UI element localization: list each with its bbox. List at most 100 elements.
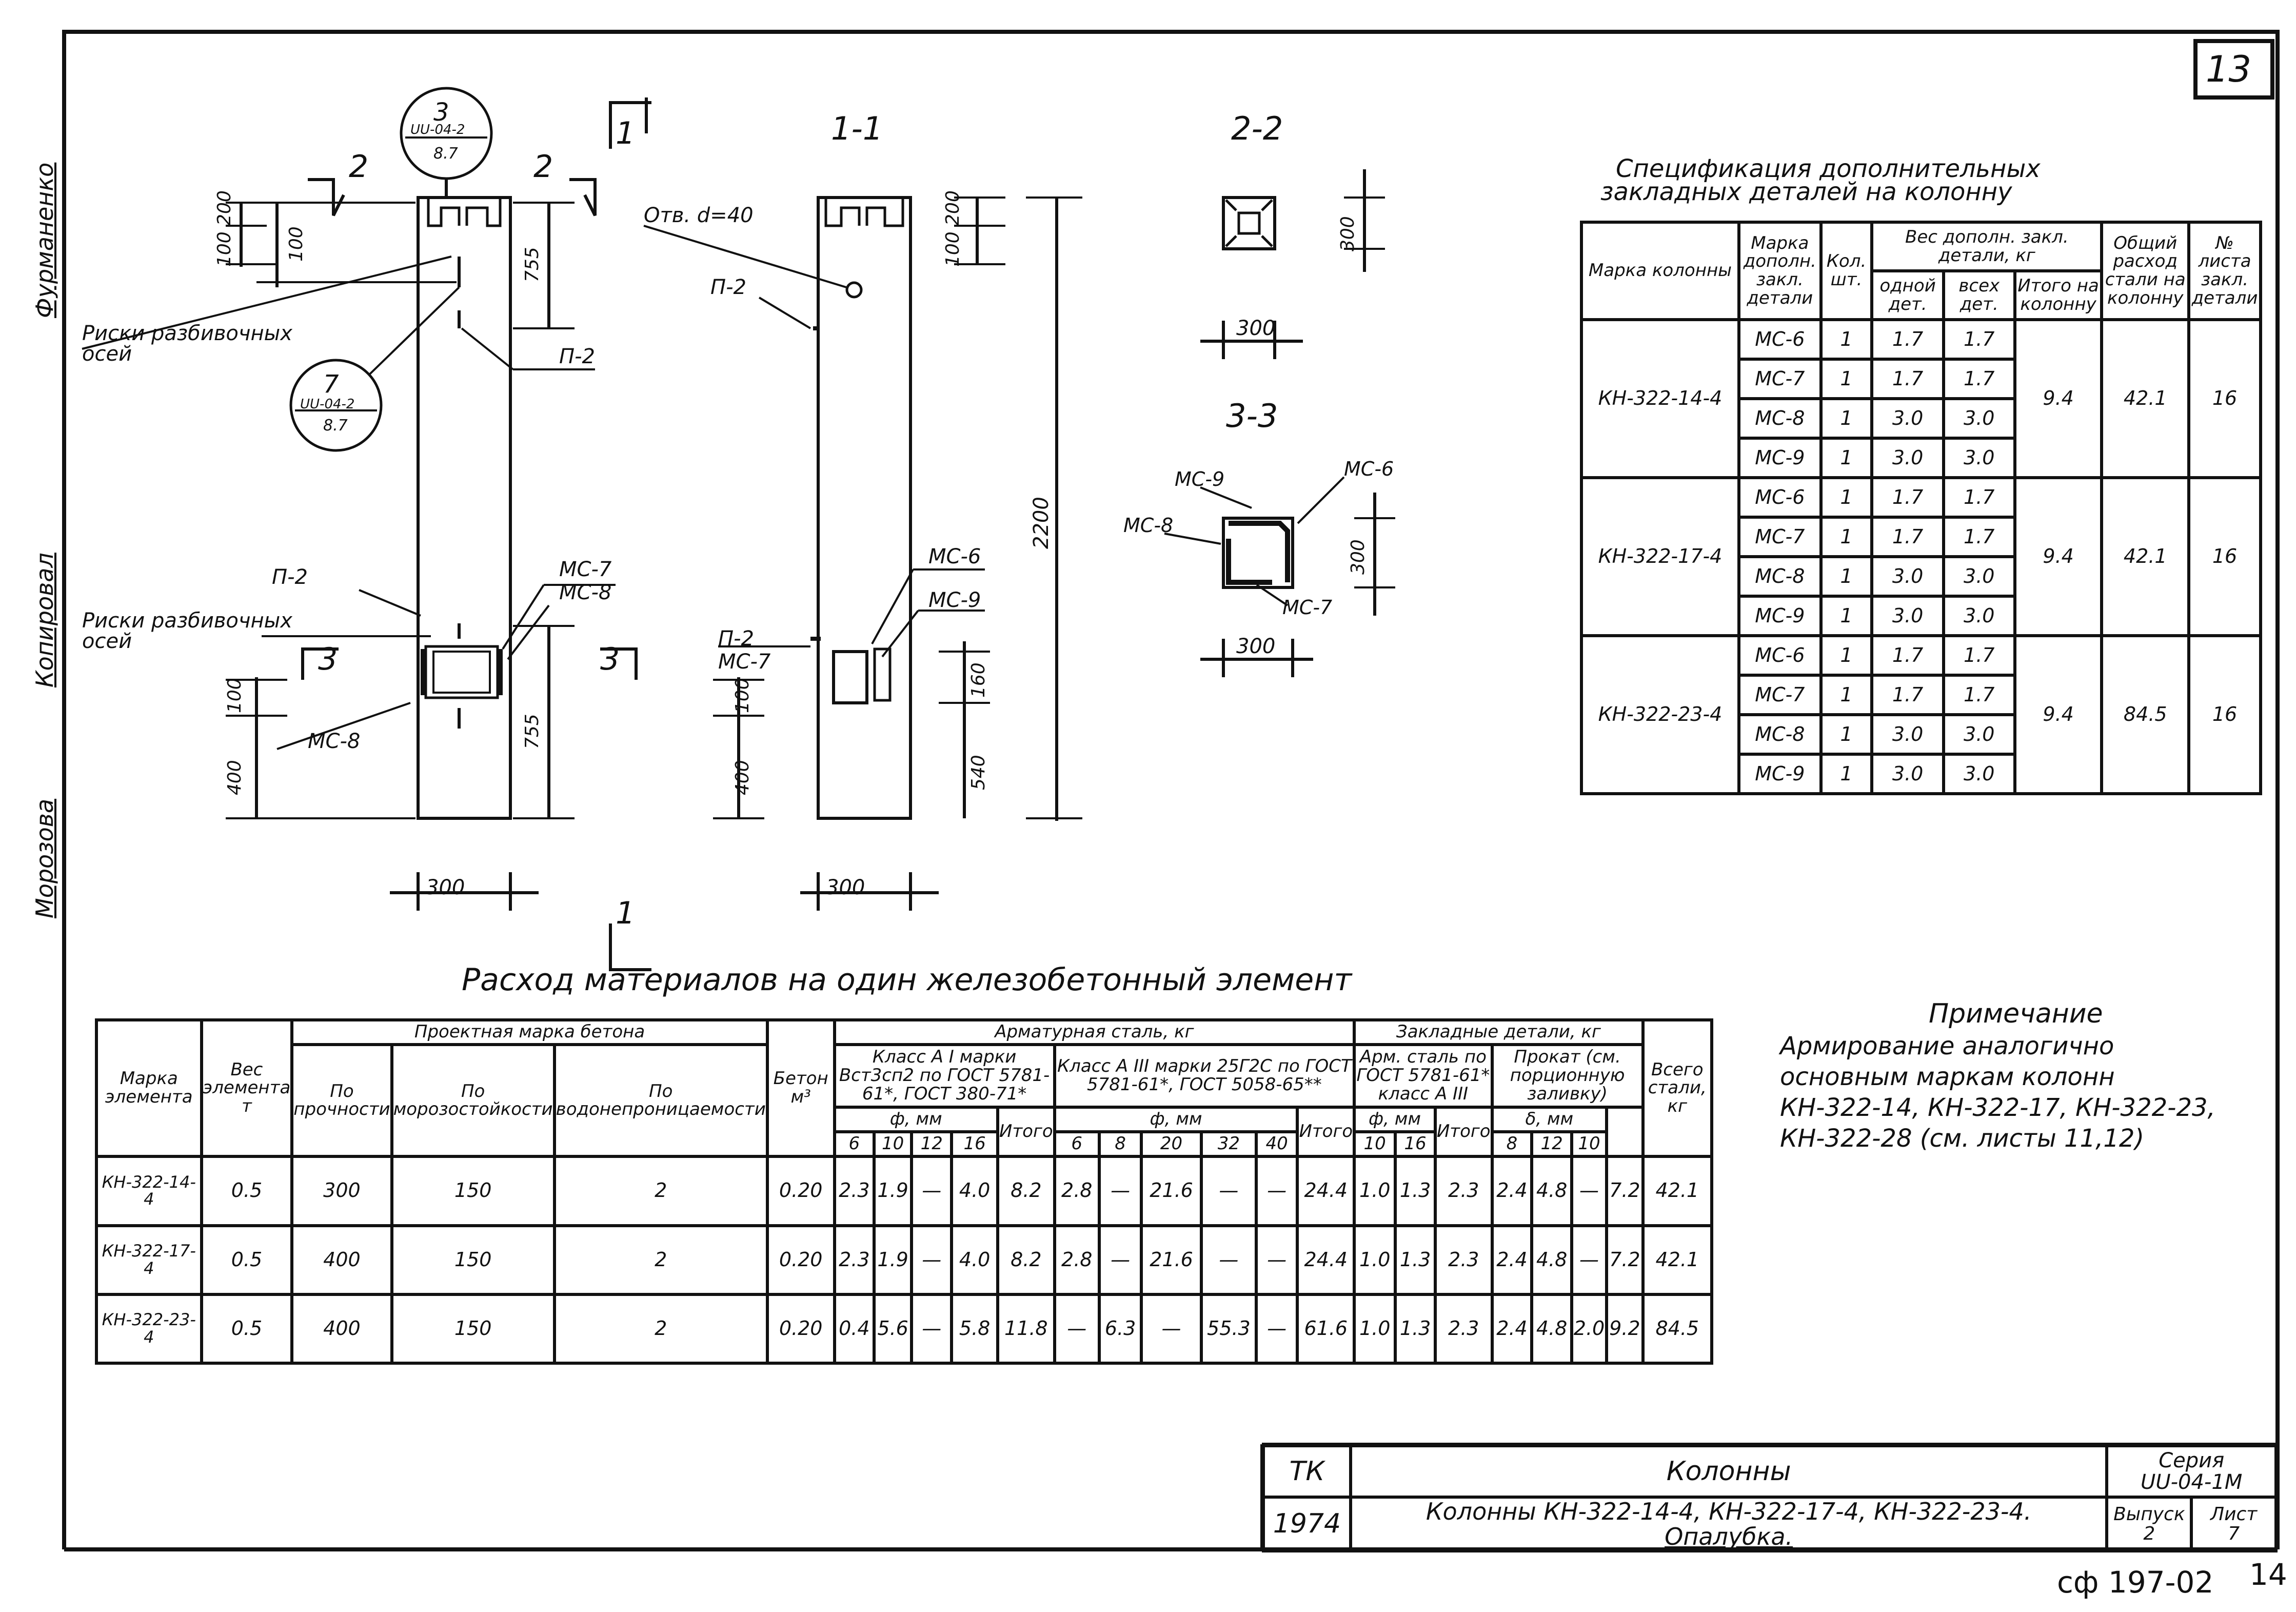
mat-cell: 5.6 [873,1292,914,1365]
sheet-frame [62,30,2280,1549]
spec-qty: 1 [1819,318,1874,361]
spec-detail-mark: МС-9 [1737,595,1823,637]
spec-qty: 1 [1819,397,1874,440]
issue-label: Выпуск [2113,1503,2185,1525]
spec-weight-all: 3.0 [1942,555,2016,598]
note-line-2: основным маркам колонн [1780,1063,2115,1091]
title-block-frame [1260,1443,2278,1549]
mat-a3-diameter: 20 [1140,1130,1203,1158]
section-1-1 [643,196,1082,911]
mat-cell: 55.3 [1199,1292,1258,1365]
mat-a1-diameter: 6 [833,1130,876,1158]
spec-total-steel: 84.5 [2100,634,2191,795]
mat-cell: — [1254,1292,1299,1365]
mat-cell: 2.3 [833,1224,876,1296]
spec-qty: 1 [1819,437,1874,479]
mat-cell: 0.20 [765,1224,836,1296]
spec-weight-all: 1.7 [1942,318,2016,361]
mat-cell: 400 [290,1292,393,1365]
spec-qty: 1 [1819,516,1874,558]
mat-roll-thickness: 10 [1570,1130,1609,1158]
spec-header-sheet: № листа закл. детали [2187,221,2262,321]
dim-400-section: 400 [732,760,753,795]
spec-detail-mark: МС-6 [1737,476,1823,519]
mat-a1-diameter: 16 [950,1130,999,1158]
mat-header-frost: По морозостойкости [390,1043,556,1158]
spec-weight-one: 1.7 [1870,358,1945,400]
section-1-1-label: 1-1 [831,110,883,147]
mat-cell: 300 [290,1155,393,1227]
mat-cell: 7.2 [1605,1155,1645,1227]
mat-header-a3-diam: ф, мм [1053,1105,1299,1134]
dim-100-lower: 100 [224,678,245,713]
side-stamp-copied: Копировал [31,553,58,687]
note-line-3: КН-322-14, КН-322-17, КН-322-23, [1780,1093,2215,1122]
title-block-org: ТК [1262,1444,1352,1499]
callout-mid-sheet: 8.7 [323,417,348,435]
callout-top-number: 3 [433,98,449,127]
spec-weight-one: 3.0 [1870,555,1945,598]
spec-weight-one: 1.7 [1870,674,1945,716]
mat-cell: 8.2 [996,1155,1056,1227]
title-block-series: Серия UU-04-1M [2105,1444,2278,1499]
mat-cell: 2.3 [833,1155,876,1227]
p2-label-section: П-2 [710,276,746,299]
dim-400-lower: 400 [224,760,245,795]
mat-header-mark: Марка элемента [95,1018,203,1158]
mat-header-a3-total: Итого [1296,1105,1356,1158]
spec-qty: 1 [1819,674,1874,716]
mat-cell: 61.6 [1296,1292,1356,1365]
mat-cell: 24.4 [1296,1155,1356,1227]
mat-cell: — [910,1292,954,1365]
mat-header-rebar: Арматурная сталь, кг [833,1018,1356,1047]
spec-qty: 1 [1819,595,1874,637]
dim-width-2-2: 300 [1236,317,1276,340]
mat-cell: 11.8 [996,1292,1056,1365]
spec-qty: 1 [1819,713,1874,756]
p2-label-section-lower: П-2 [718,627,754,651]
cut-3-right: 3 [600,641,620,677]
spec-qty: 1 [1819,358,1874,400]
cut-3-left: 3 [318,641,338,677]
spec-weight-one: 1.7 [1870,476,1945,519]
mc7-label-elevation: МС-7 [559,558,612,581]
spec-detail-mark: МС-8 [1737,397,1823,440]
mat-cell: — [1570,1155,1609,1227]
dim-100-200-elevation: 100 200 [214,190,235,267]
spec-total-column: 9.4 [2013,318,2104,479]
mat-header-class-a1: Класс A I марки Вст3сп2 по ГОСТ 5781-61*… [833,1043,1056,1109]
spec-detail-mark: МС-6 [1737,634,1823,677]
mat-cell: 2.4 [1490,1224,1534,1296]
mat-cell: — [1053,1292,1101,1365]
section-2-2 [1200,169,1385,359]
side-stamp-checked: Морозова [31,798,58,918]
mat-cell: 9.2 [1605,1292,1645,1365]
sheet-value: 7 [2228,1523,2240,1544]
mat-header-rolled: Прокат (см. порционную заливку) [1490,1043,1645,1109]
mat-cell: 1.9 [873,1155,914,1227]
mat-cell: 21.6 [1140,1224,1203,1296]
mat-cell: 1.0 [1353,1292,1397,1365]
mat-header-arm-steel: Арм. сталь по ГОСТ 5781-61* класс A III [1353,1043,1494,1109]
mat-cell: 0.20 [765,1155,836,1227]
spec-total-steel: 42.1 [2100,318,2191,479]
callout-mid-ref: UU-04-2 [300,397,355,412]
mat-header-emb-total: Итого [1433,1105,1494,1158]
axis-marks-label-top: Риски разбивочных осей [82,322,292,366]
note-line-1: Армирование аналогично [1780,1032,2114,1060]
mat-cell: 2.8 [1053,1224,1101,1296]
mc7-label-section: МС-7 [718,650,771,674]
mat-cell: 8.2 [996,1224,1056,1296]
mat-a3-diameter: 40 [1254,1130,1299,1158]
mat-cell: 2.8 [1053,1155,1101,1227]
mat-cell: 4.8 [1530,1224,1573,1296]
spec-weight-all: 1.7 [1942,634,2016,677]
mat-cell: — [1254,1224,1299,1296]
embedded-parts-spec-table: Марка колонны Марка дополн. закл. детали… [1580,221,2262,795]
spec-header-mark: Марка колонны [1580,221,1740,321]
